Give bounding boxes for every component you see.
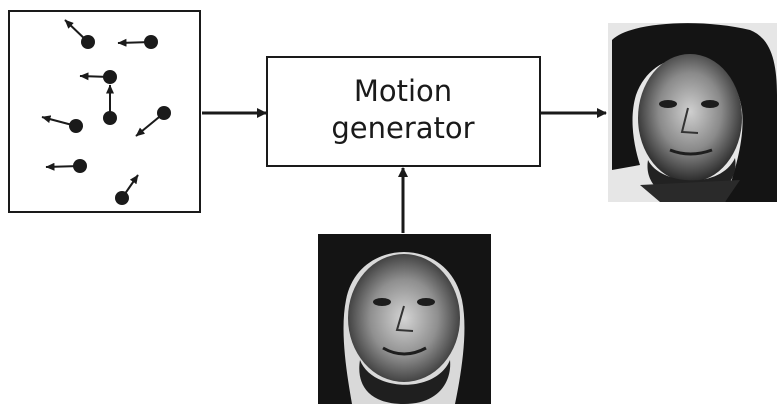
motion-generator-block: Motion generator [266,56,541,167]
motion-point-dot [81,35,95,49]
motion-point-dot [103,111,117,125]
motion-vectors [41,19,171,205]
motion-generator-box [266,56,541,167]
motion-point-dot [103,70,117,84]
motion-point-dot [115,191,129,205]
motion-point-dot [157,106,171,120]
motion-point-dot [73,159,87,173]
motion-point-dot [69,119,83,133]
output-face-photo [608,23,777,202]
motion-generator-label-line2: generator [331,111,474,145]
motion-field-frame [8,10,201,213]
source-face-photo [318,234,491,404]
motion-field-panel [8,10,201,213]
motion-point-dot [144,35,158,49]
motion-generator-label-line1: Motion [354,74,452,108]
